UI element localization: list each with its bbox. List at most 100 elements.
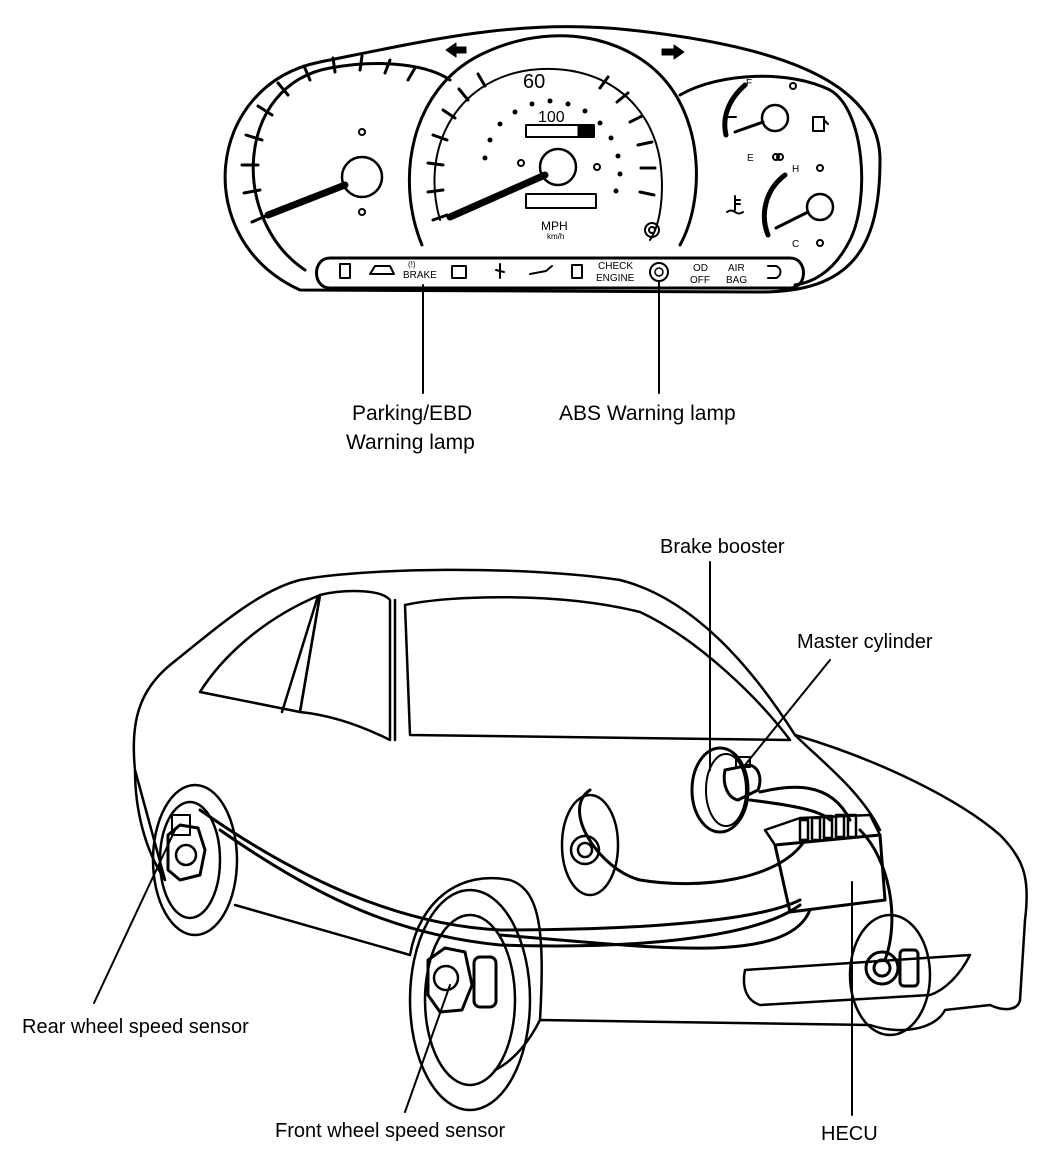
fuel-dot bbox=[789, 82, 797, 90]
trip-display bbox=[525, 193, 597, 209]
speedo-needle bbox=[446, 171, 549, 221]
rear-side-window bbox=[298, 589, 392, 742]
speedo-dot bbox=[517, 159, 525, 167]
odometer-highlight bbox=[577, 124, 595, 138]
coolant-temp-icon bbox=[726, 195, 744, 215]
front-wheel-inner bbox=[423, 913, 517, 1087]
brake-lamp-text: BRAKE bbox=[403, 270, 437, 281]
master-cylinder-callout-line bbox=[744, 659, 831, 766]
brake-lines bbox=[198, 785, 894, 962]
fuel-pump-icon-detail bbox=[823, 119, 829, 125]
hecu-top bbox=[763, 813, 882, 847]
front-sensor-label: Front wheel speed sensor bbox=[275, 1120, 505, 1142]
right-front-hub-center bbox=[872, 958, 892, 978]
right-front-caliper bbox=[898, 948, 920, 988]
master-cylinder-reservoir bbox=[735, 756, 751, 768]
check-engine-line1: CHECK bbox=[598, 261, 633, 272]
check-engine-line2: ENGINE bbox=[596, 273, 635, 284]
right-rear-hub-center bbox=[576, 841, 594, 859]
fuel-pump-icon bbox=[812, 116, 825, 132]
speedometer-ticks bbox=[426, 72, 657, 222]
hecu-label: HECU bbox=[821, 1123, 878, 1145]
right-rear-hub bbox=[569, 834, 601, 866]
seatbelt-person-icon bbox=[495, 263, 505, 279]
tach-hub bbox=[340, 155, 384, 199]
rear-sensor-callout-line bbox=[93, 829, 176, 1004]
fuel-arc bbox=[722, 82, 748, 138]
abs-warning-icon bbox=[649, 262, 669, 282]
right-front-hub bbox=[864, 950, 900, 986]
headlamp-icon bbox=[767, 265, 782, 279]
tachometer-ticks bbox=[240, 54, 417, 224]
front-caliper bbox=[472, 955, 498, 1009]
brake-booster-label: Brake booster bbox=[660, 536, 785, 558]
battery-icon bbox=[451, 265, 467, 279]
rear-sensor-label: Rear wheel speed sensor bbox=[22, 1016, 249, 1038]
od-off-line1: OD bbox=[693, 263, 708, 274]
c-pillar bbox=[280, 594, 320, 714]
door-open-icon bbox=[369, 265, 395, 275]
front-bumper-grille bbox=[742, 953, 972, 1007]
instrument-cluster: 60 100 MPH km/h F E H C bbox=[223, 25, 882, 294]
warning-strip bbox=[315, 256, 805, 290]
front-wheel bbox=[408, 888, 532, 1112]
brake-booster bbox=[690, 746, 750, 834]
speedometer-dots bbox=[482, 98, 623, 194]
temp-hot-mark: H bbox=[792, 164, 799, 175]
airbag-line2: BAG bbox=[726, 275, 747, 286]
brake-booster-rim bbox=[705, 753, 747, 827]
fuel-low-icon bbox=[571, 264, 583, 279]
front-wheel-arch bbox=[408, 876, 543, 1022]
speed-number-100: 100 bbox=[538, 109, 565, 126]
reset-knob bbox=[644, 222, 660, 238]
speedo-hub bbox=[538, 147, 578, 187]
speedo-bezel bbox=[407, 34, 698, 247]
tach-dot bbox=[358, 128, 366, 136]
speedo-dot bbox=[593, 163, 601, 171]
temp-hub bbox=[805, 192, 835, 222]
front-hub-center bbox=[432, 964, 460, 992]
warning-strip-icons bbox=[339, 262, 782, 282]
hecu-unit bbox=[773, 833, 887, 914]
gauges-bezel bbox=[678, 74, 864, 287]
temp-dot bbox=[776, 153, 784, 161]
od-off-line2: OFF bbox=[690, 275, 710, 286]
front-side-window bbox=[403, 595, 792, 742]
abs-lamp-label: ABS Warning lamp bbox=[559, 402, 736, 425]
speed-number-60: 60 bbox=[523, 71, 545, 93]
master-cylinder-label: Master cylinder bbox=[797, 631, 933, 653]
brake-components bbox=[166, 746, 920, 1014]
temp-dot bbox=[816, 239, 824, 247]
right-front-wheel bbox=[848, 913, 932, 1037]
tach-needle bbox=[264, 181, 349, 219]
fuel-hub bbox=[760, 103, 790, 133]
right-turn-arrow-icon bbox=[661, 44, 685, 60]
seatbelt-icon bbox=[339, 263, 351, 279]
front-sensor-callout-line bbox=[404, 984, 451, 1113]
front-hub bbox=[426, 946, 474, 1014]
brake-lamp-symbol: (!) bbox=[408, 260, 416, 269]
car-body bbox=[132, 568, 1028, 1112]
airbag-line1: AIR bbox=[728, 263, 745, 274]
fuel-needle bbox=[733, 120, 765, 134]
temp-cold-mark: C bbox=[792, 239, 799, 250]
rear-hub-center bbox=[174, 843, 198, 867]
hood-line bbox=[793, 733, 882, 832]
rear-hub bbox=[166, 823, 207, 882]
oil-pressure-icon bbox=[529, 265, 553, 275]
left-turn-arrow-icon bbox=[445, 42, 467, 58]
tach-dot bbox=[358, 208, 366, 216]
fuel-dot bbox=[772, 153, 780, 161]
temp-dot bbox=[816, 164, 824, 172]
master-cylinder bbox=[722, 763, 762, 802]
speed-unit-kmh: km/h bbox=[547, 232, 564, 241]
fuel-full-mark: F bbox=[746, 78, 752, 89]
parking-ebd-label-line2: Warning lamp bbox=[346, 431, 475, 454]
parking-ebd-label-line1: Parking/EBD bbox=[352, 402, 472, 425]
rear-wheel bbox=[151, 783, 239, 937]
temp-arc bbox=[761, 172, 788, 238]
reset-knob-inner bbox=[648, 226, 656, 234]
right-rear-wheel bbox=[560, 793, 620, 897]
